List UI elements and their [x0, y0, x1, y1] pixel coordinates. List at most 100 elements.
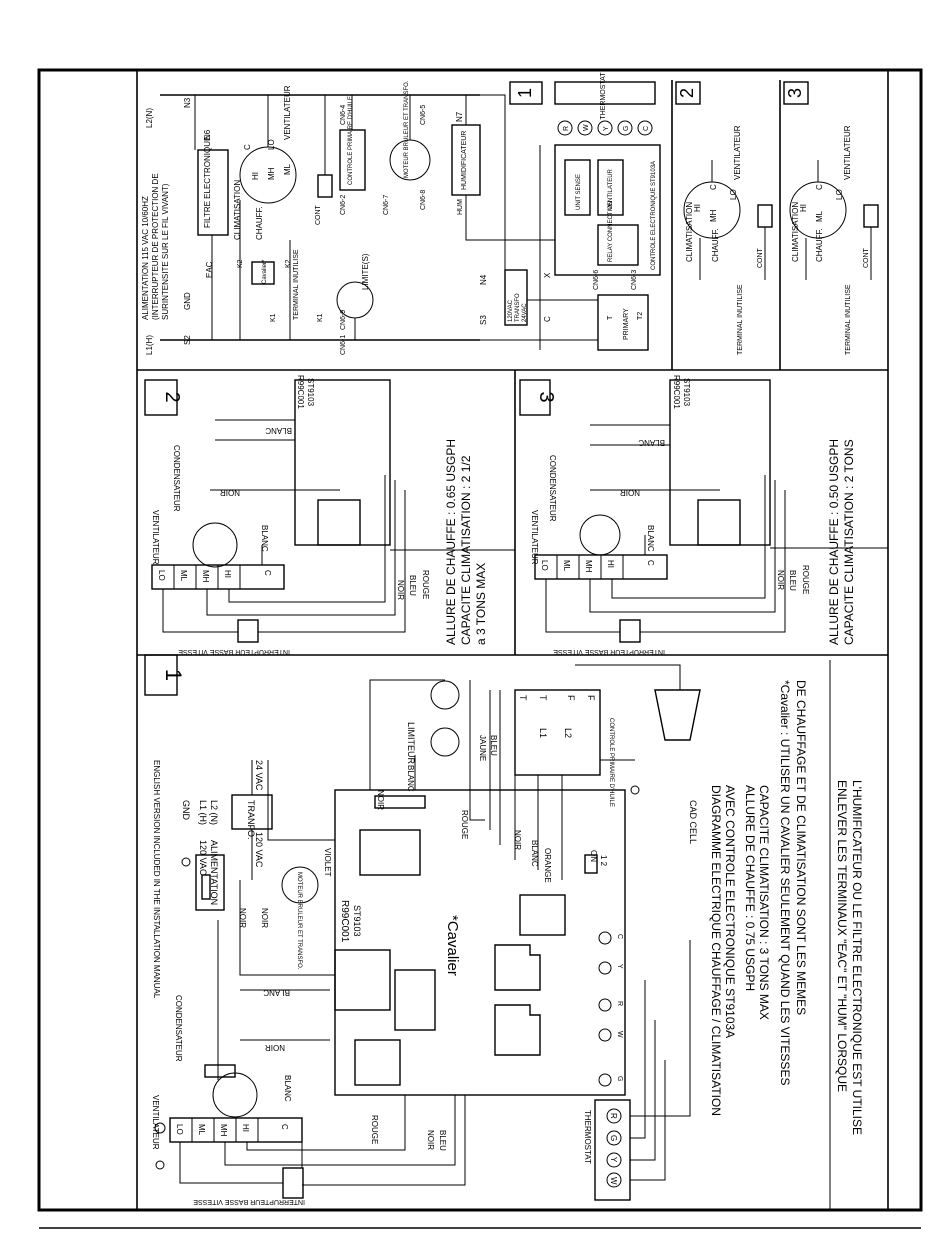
climatisation-label: CLIMATISATION [233, 180, 242, 240]
wire-label: ROUGE [370, 1115, 379, 1144]
wire [465, 195, 555, 241]
interrupteur-label: INTERRUPTEUR BASSE VITESSE [178, 648, 290, 655]
t-label: T [607, 315, 614, 320]
schematic-panel: 1 ALIMENTATION 115 VAC 10/60HZ (INTERRUP… [141, 72, 661, 355]
motor-speed: C [709, 184, 718, 190]
diagram-3-panel: 3 VENTILATEUR CONDENSATEUR R99C001 ST910… [519, 375, 888, 655]
ctrl-terminal: F [586, 695, 596, 701]
panel-number-box [783, 81, 809, 105]
motor-speed-terminals: LO ML MH HI C [534, 554, 668, 580]
electronic-filter-box [197, 149, 229, 236]
ventilateur-label: VENTILATEUR [283, 85, 292, 140]
condensateur-label: CONDENSATEUR [172, 445, 181, 512]
wire-label: NOIR [376, 790, 385, 810]
dip-switch[interactable] [584, 854, 598, 874]
trans-label: TRANSFO [515, 293, 521, 322]
wire [228, 475, 386, 603]
wire-label: NOIR [265, 1043, 285, 1052]
ground-symbol [630, 785, 640, 795]
v120-label: 120 VAC [198, 840, 208, 876]
cn-label: CN6-1 [340, 335, 347, 355]
controle-label: CONTROLE PRIMAIRE D'HUILE [348, 96, 354, 185]
primary-control-label: CONTROLE PRIMAIRE D'HUILE [608, 718, 614, 807]
speed-label: C [263, 570, 272, 576]
alimentation-label: ALIMENTATION [209, 840, 219, 905]
l1h-label: L1(H) [145, 335, 154, 355]
t-label: T2 [637, 312, 644, 320]
bottom-note: L'HUMIFICATEUR OU LE FILTRE ELECTRONIQUE… [850, 780, 864, 1135]
transformer-24vac: 24 VAC [254, 760, 264, 791]
wire-label: BLANC [265, 426, 292, 435]
speed-label: C [646, 560, 655, 566]
ventilateur-label: VENTILATEUR [843, 125, 852, 180]
wire [630, 1020, 656, 1161]
thermostat-terminal [597, 120, 613, 136]
speed-label: ML [179, 570, 188, 582]
ventilateur-label: VENTILATEUR [530, 510, 539, 565]
control-block-label: UNIT SENSE [576, 174, 582, 210]
wire-label: BLANC [646, 525, 655, 552]
cont-label: CONT [863, 247, 870, 268]
wire-label: ROUGE [460, 810, 469, 839]
board-terminal-label: R [616, 1001, 623, 1006]
english-note: ENGLISH VERSION INCLUDED IN THE INSTALLA… [152, 760, 161, 999]
chauff-label: CHAUFF. [711, 228, 720, 262]
interrupteur-label: INTERRUPTEUR BASSE VITESSE [553, 648, 665, 655]
trans-24: 24VAC [522, 303, 528, 322]
speed-label: MH [584, 560, 593, 573]
transformer-120vac: 120 VAC [254, 832, 264, 868]
wire-label: NOIR [426, 1130, 435, 1150]
board-st-label: ST9103 [682, 378, 691, 407]
ventilateur-label: VENTILATEUR [151, 1095, 160, 1150]
motor-speed-terminals: LO ML MH HI C [151, 564, 285, 590]
wire [224, 1095, 456, 1166]
wire [162, 589, 238, 633]
cavalier-label: *Cavalier [444, 915, 461, 976]
thermostat-terminal-label: G [609, 1135, 618, 1141]
cn-label: CN6-8 [420, 190, 427, 210]
l2n-label: L2(N) [145, 108, 154, 128]
relay-connection-box [597, 224, 639, 266]
climatisation-label: CLIMATISATION [685, 202, 694, 262]
panel-number: 1 [161, 669, 186, 681]
board-terminal [598, 931, 612, 945]
wire [630, 980, 646, 1139]
caption-line: a 3 TONS MAX [474, 563, 488, 645]
motor-speed: MH [709, 209, 718, 222]
caption-line: CAPACITE CLIMATISATION : 2 TONS [842, 439, 856, 645]
wire [480, 94, 506, 270]
board-r99-label: R99C001 [672, 375, 681, 409]
limite-label: LIMITE(S) [361, 253, 370, 290]
n-label: N6 [203, 129, 212, 140]
n-label: S2 [183, 335, 192, 345]
cavalier-block [394, 969, 436, 1031]
wire [258, 490, 406, 633]
speed-label: LO [540, 560, 549, 571]
motor-speed: HI [693, 204, 702, 212]
thermostat-terminal [606, 1152, 622, 1168]
cn-label: CN6-6 [593, 270, 600, 290]
humidificateur-label: HUMIDIFICATEUR [461, 131, 468, 190]
panel-number-box [144, 654, 178, 696]
gnd-label: GND [183, 292, 192, 310]
motor-speed: HI [251, 172, 260, 180]
panel-number-box [144, 379, 178, 416]
caption-line: CAPACITE CLIMATISATION : 2 1/2 [459, 455, 473, 645]
limit-switch-icon [430, 727, 460, 757]
sheet-frame [37, 68, 923, 1212]
terminal-block [334, 949, 391, 1011]
low-speed-switch [619, 619, 641, 643]
wire-label: BLEU [788, 570, 797, 591]
cont-label: CONT [757, 247, 764, 268]
motor-speed: ML [815, 210, 824, 222]
control-block-label: CONTROLE ELECTRONIQUE ST9103A [651, 161, 657, 270]
burner-motor-icon [389, 139, 431, 181]
thermostat-box [554, 81, 656, 105]
connector-outline [494, 944, 541, 991]
mini-diagram-3: 3 HI ML C LO VENTILATEUR CLIMATISATION C… [783, 81, 879, 355]
thermostat-label: THERMOSTAT [583, 1110, 592, 1164]
panel-number-box [509, 81, 543, 105]
board-terminal-label: G [616, 1076, 623, 1081]
wire-label: BLANC [530, 840, 539, 867]
low-speed-switch [282, 1167, 304, 1199]
